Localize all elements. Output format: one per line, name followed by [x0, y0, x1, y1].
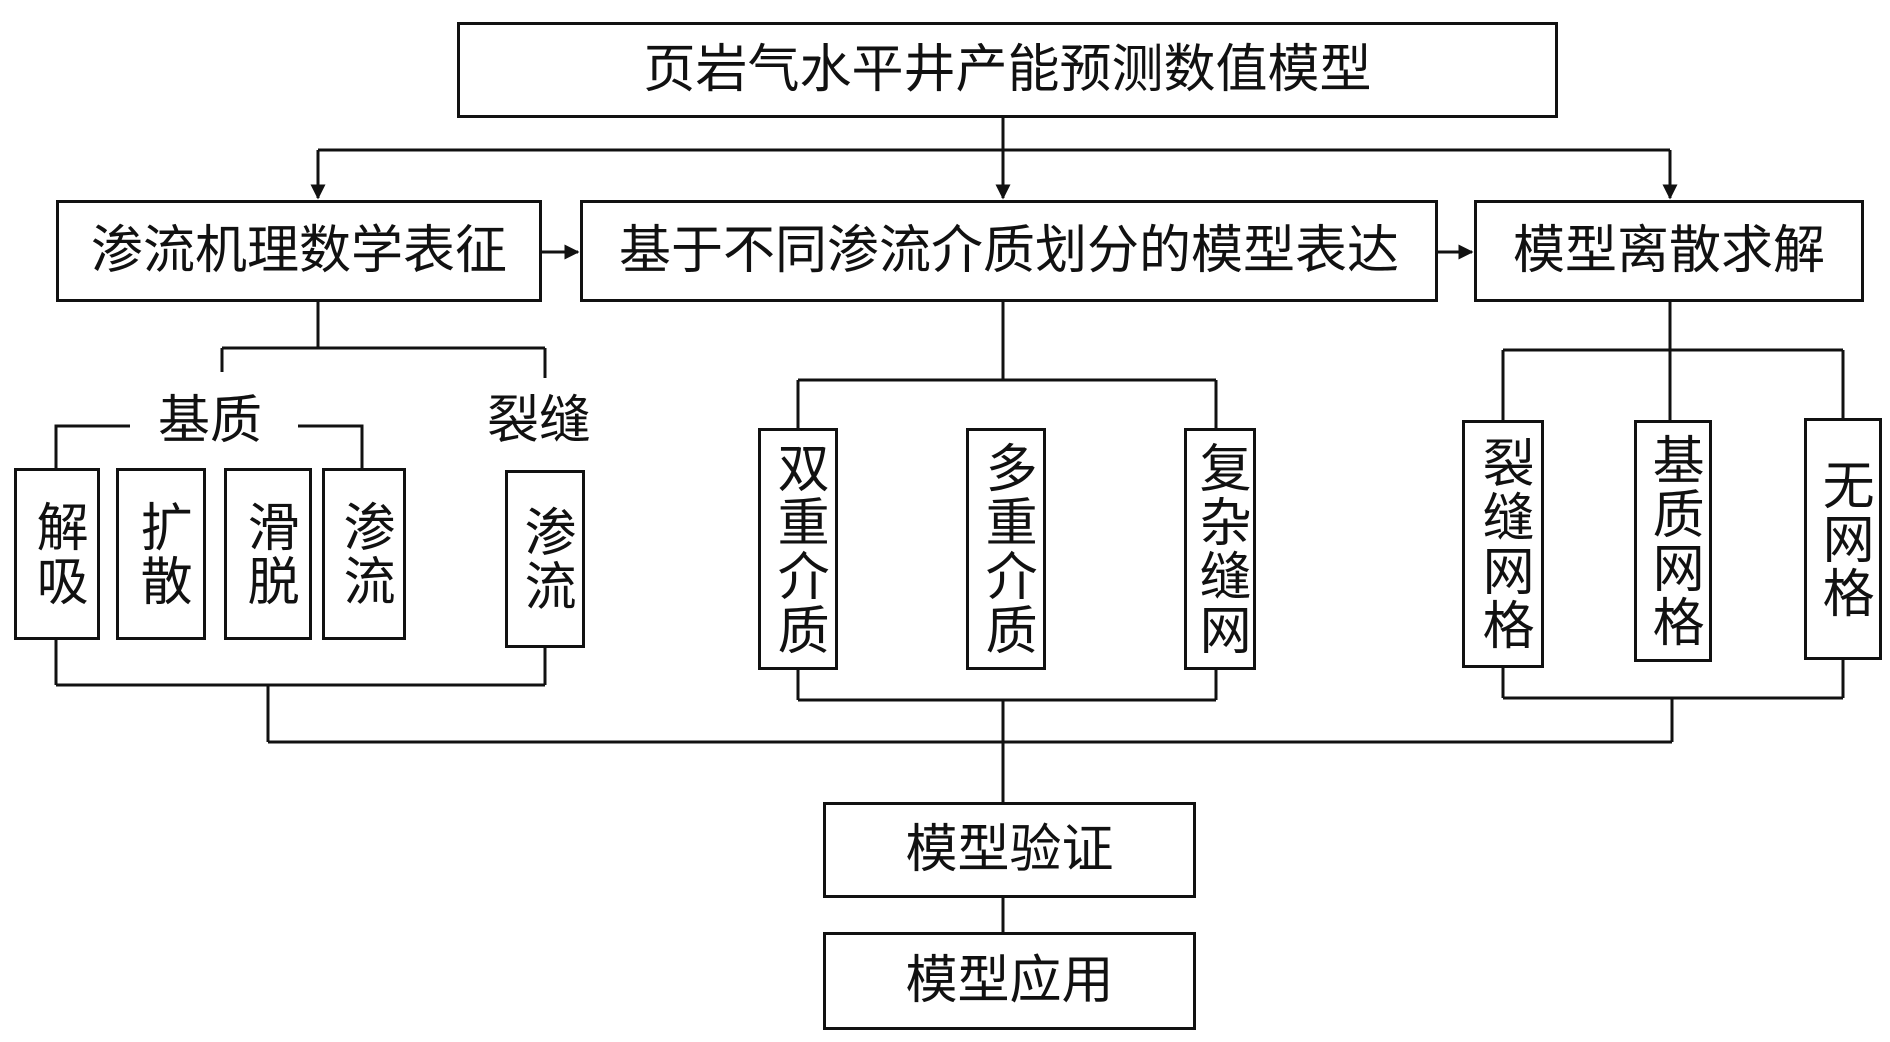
- desorption-box: 解吸: [14, 468, 100, 640]
- model-expression-box: 基于不同渗流介质划分的模型表达: [580, 200, 1438, 302]
- fracture-label: 裂缝: [487, 391, 592, 451]
- dual-porosity-box: 双重介质: [758, 428, 838, 670]
- matrix-label: 基质: [158, 391, 263, 451]
- application-text: 模型应用: [905, 951, 1114, 1011]
- validation-box: 模型验证: [823, 802, 1196, 898]
- matrix-bracket-line: [54, 424, 364, 468]
- title-text: 页岩气水平井产能预测数值模型: [643, 40, 1372, 100]
- matrix-seepage-box: 渗流: [322, 468, 406, 640]
- diffusion-box: 扩散: [116, 468, 206, 640]
- matrix-grid-box: 基质网格: [1634, 420, 1712, 662]
- slippage-box: 滑脱: [224, 468, 312, 640]
- fracture-grid-box: 裂缝网格: [1462, 420, 1544, 668]
- seepage-math-text: 渗流机理数学表征: [90, 221, 507, 281]
- meshless-box: 无网格: [1804, 418, 1882, 660]
- multi-porosity-box: 多重介质: [966, 428, 1046, 670]
- seepage-math-box: 渗流机理数学表征: [56, 200, 542, 302]
- model-expression-text: 基于不同渗流介质划分的模型表达: [618, 221, 1399, 281]
- discrete-solution-text: 模型离散求解: [1512, 221, 1825, 281]
- complex-fracture-network-box: 复杂缝网: [1184, 428, 1256, 670]
- validation-text: 模型验证: [905, 820, 1114, 880]
- title-box: 页岩气水平井产能预测数值模型: [457, 22, 1558, 118]
- discrete-solution-box: 模型离散求解: [1474, 200, 1864, 302]
- fracture-seepage-box: 渗流: [505, 470, 585, 648]
- application-box: 模型应用: [823, 932, 1196, 1030]
